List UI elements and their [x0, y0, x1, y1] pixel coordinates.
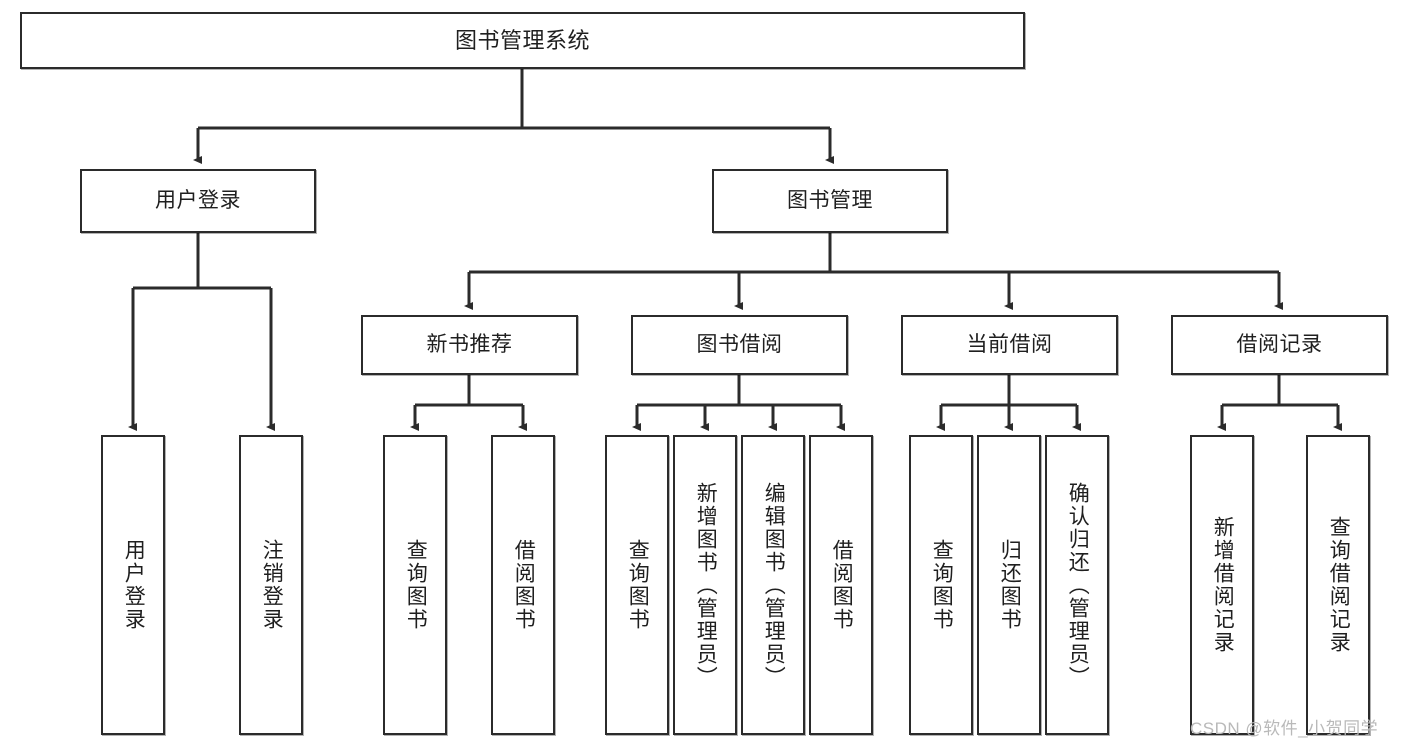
leaf-record-query-record[interactable]: 查询借阅记录: [1306, 435, 1370, 735]
node-label: 查询图书: [404, 539, 428, 631]
node-label: 编辑图书（管理员）: [762, 481, 786, 689]
node-root-system[interactable]: 图书管理系统: [20, 12, 1025, 69]
csdn-watermark: CSDN @软件_小贺同学: [1190, 719, 1379, 738]
node-label: 归还图书: [998, 539, 1022, 631]
node-label: 确认归还（管理员）: [1066, 481, 1090, 689]
node-user-login[interactable]: 用户登录: [80, 169, 316, 233]
leaf-borrow-edit-book-admin[interactable]: 编辑图书（管理员）: [741, 435, 805, 735]
node-label: 图书管理: [787, 188, 873, 212]
node-label: 借阅图书: [830, 539, 854, 631]
node-label: 新增图书（管理员）: [694, 481, 718, 689]
node-label: 用户登录: [122, 539, 146, 631]
node-label: 新增借阅记录: [1211, 516, 1235, 654]
node-label: 查询借阅记录: [1327, 516, 1351, 654]
node-book-borrow[interactable]: 图书借阅: [631, 315, 848, 375]
node-label: 借阅图书: [512, 539, 536, 631]
leaf-user-login-logout[interactable]: 注销登录: [239, 435, 303, 735]
leaf-recommend-query-book[interactable]: 查询图书: [383, 435, 447, 735]
node-label: 查询图书: [930, 539, 954, 631]
node-label: 借阅记录: [1236, 332, 1323, 356]
leaf-record-add-record[interactable]: 新增借阅记录: [1190, 435, 1254, 735]
leaf-current-query-book[interactable]: 查询图书: [909, 435, 973, 735]
node-new-book-recommend[interactable]: 新书推荐: [361, 315, 578, 375]
node-label: 当前借阅: [966, 332, 1053, 356]
node-label: 图书借阅: [696, 332, 783, 356]
node-label: 用户登录: [155, 188, 241, 212]
node-book-management[interactable]: 图书管理: [712, 169, 948, 233]
node-label: 查询图书: [626, 539, 650, 631]
leaf-borrow-borrow-book[interactable]: 借阅图书: [809, 435, 873, 735]
leaf-borrow-query-book[interactable]: 查询图书: [605, 435, 669, 735]
node-label: 新书推荐: [426, 332, 513, 356]
node-label: 注销登录: [260, 539, 284, 631]
leaf-borrow-add-book-admin[interactable]: 新增图书（管理员）: [673, 435, 737, 735]
node-borrow-record[interactable]: 借阅记录: [1171, 315, 1388, 375]
node-label: 图书管理系统: [454, 27, 590, 53]
node-current-borrow[interactable]: 当前借阅: [901, 315, 1118, 375]
leaf-current-confirm-return-admin[interactable]: 确认归还（管理员）: [1045, 435, 1109, 735]
leaf-current-return-book[interactable]: 归还图书: [977, 435, 1041, 735]
leaf-user-login-login[interactable]: 用户登录: [101, 435, 165, 735]
leaf-recommend-borrow-book[interactable]: 借阅图书: [491, 435, 555, 735]
